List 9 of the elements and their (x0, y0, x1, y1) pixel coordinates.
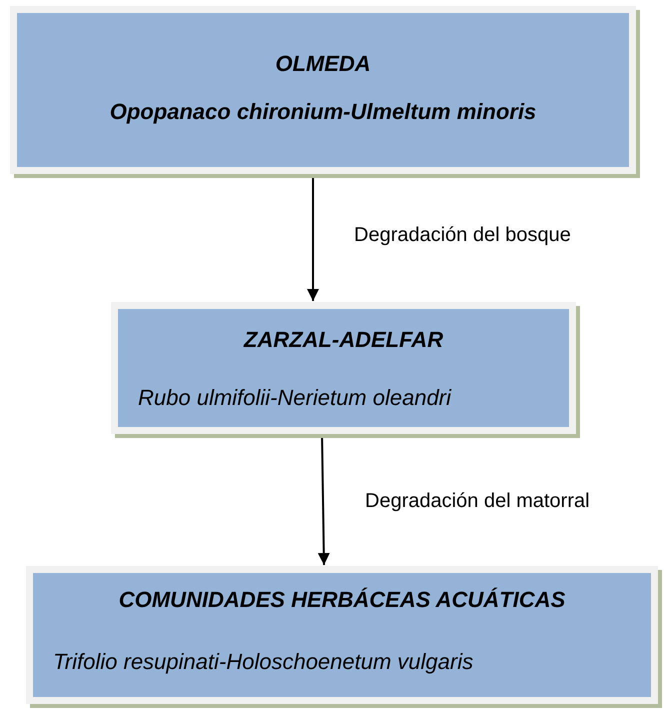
association-name: Rubo ulmifolii-Nerietum oleandri (137, 385, 452, 411)
community-name: COMUNIDADES HERBÁCEAS ACUÁTICAS (118, 587, 566, 613)
edge-label: Degradación del matorral (365, 490, 590, 513)
association-name: Opopanaco chironium-Ulmeltum minoris (108, 99, 538, 125)
association-name: Trifolio resupinati-Holoschoenetum vulgaris (52, 649, 474, 675)
community-name: OLMEDA (274, 51, 372, 77)
edge-label: Degradación del bosque (354, 224, 571, 247)
community-name: ZARZAL-ADELFAR (242, 327, 444, 353)
arrow (307, 175, 319, 301)
